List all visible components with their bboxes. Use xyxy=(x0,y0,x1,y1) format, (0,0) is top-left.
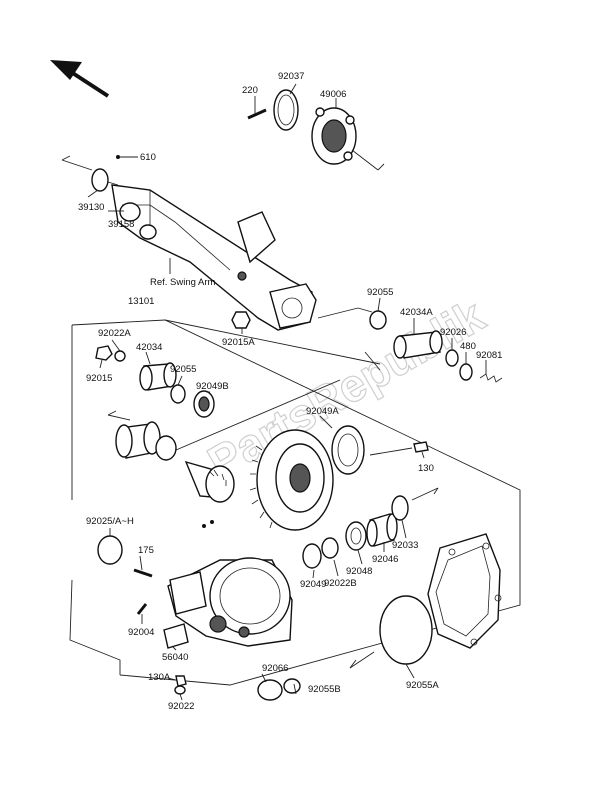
label-92055-mid: 92055 xyxy=(170,364,196,375)
assembly-outline xyxy=(69,319,521,686)
label-92055A: 92055A xyxy=(406,680,439,691)
label-220: 220 xyxy=(242,85,258,96)
leader-lines xyxy=(87,83,487,701)
bearing-92049B xyxy=(193,390,215,418)
bolt-130A xyxy=(175,675,187,687)
ring-92055-mid xyxy=(170,384,186,404)
label-92022A: 92022A xyxy=(98,328,131,339)
tube-42034A xyxy=(393,330,443,359)
front-direction-arrow-icon xyxy=(50,60,110,98)
label-92033: 92033 xyxy=(392,540,418,551)
oil-seal-92049A xyxy=(331,425,365,475)
stud-92004 xyxy=(136,603,148,615)
label-130A: 130A xyxy=(148,672,171,683)
nut-92015 xyxy=(95,345,113,361)
ring-92026 xyxy=(445,349,459,367)
label-92055-top: 92055 xyxy=(367,287,393,298)
final-gear-case xyxy=(167,557,293,647)
label-92049A: 92049A xyxy=(306,406,339,417)
label-42034: 42034 xyxy=(136,342,162,353)
label-610: 610 xyxy=(140,152,156,163)
ring-39130 xyxy=(91,168,109,192)
label-plate-56040 xyxy=(163,623,189,649)
label-130: 130 xyxy=(418,463,434,474)
label-92015A: 92015A xyxy=(222,337,255,348)
ring-480 xyxy=(459,363,473,381)
shim-92049 xyxy=(302,543,322,569)
bearing-92048 xyxy=(345,521,367,551)
o-ring-92055A xyxy=(379,595,433,665)
label-ref-swing-arm: Ref. Swing Arm xyxy=(150,277,216,288)
shim-92025 xyxy=(97,535,123,565)
label-49006: 49006 xyxy=(320,89,346,100)
circlip-92033 xyxy=(391,495,409,521)
o-ring xyxy=(155,435,177,461)
bolt-130 xyxy=(413,441,429,453)
label-92046: 92046 xyxy=(372,554,398,565)
label-92081: 92081 xyxy=(476,350,502,361)
needle-bearing-92046 xyxy=(366,513,398,547)
label-92022: 92022 xyxy=(168,701,194,712)
label-92026: 92026 xyxy=(440,327,466,338)
label-92049: 92049 xyxy=(300,579,326,590)
coupling-gear xyxy=(115,421,161,459)
pin xyxy=(202,520,214,528)
label-92066: 92066 xyxy=(262,663,288,674)
washer-92022 xyxy=(174,685,186,695)
stud-175 xyxy=(133,568,153,578)
label-92015: 92015 xyxy=(86,373,112,384)
label-92022B: 92022B xyxy=(324,578,357,589)
label-175: 175 xyxy=(138,545,154,556)
boot-49006 xyxy=(311,107,357,165)
label-92048: 92048 xyxy=(346,566,372,577)
ring-gear xyxy=(249,429,334,531)
label-56040: 56040 xyxy=(162,652,188,663)
label-92004: 92004 xyxy=(128,627,154,638)
washer-92022B xyxy=(321,537,339,559)
clamp-92037 xyxy=(273,89,299,131)
label-39158: 39158 xyxy=(108,219,134,230)
pinion-gear xyxy=(184,460,235,503)
swing-arm-drawing xyxy=(111,184,317,331)
ring-92055-top xyxy=(369,310,387,330)
gear-42034 xyxy=(139,362,177,391)
label-42034A: 42034A xyxy=(400,307,433,318)
label-92055B: 92055B xyxy=(308,684,341,695)
label-92025-A-H: 92025/A~H xyxy=(86,516,134,527)
plug-92066 xyxy=(257,679,283,701)
o-ring-92055B xyxy=(283,678,301,694)
label-13101: 13101 xyxy=(128,296,154,307)
washer-92022A xyxy=(114,350,126,362)
nut-92015A xyxy=(231,311,251,329)
label-39130: 39130 xyxy=(78,202,104,213)
label-92049B: 92049B xyxy=(196,381,229,392)
label-480: 480 xyxy=(460,341,476,352)
bolt-220 xyxy=(247,108,267,120)
gasket xyxy=(427,533,502,649)
label-92037: 92037 xyxy=(278,71,304,82)
spring-92081 xyxy=(479,373,503,383)
